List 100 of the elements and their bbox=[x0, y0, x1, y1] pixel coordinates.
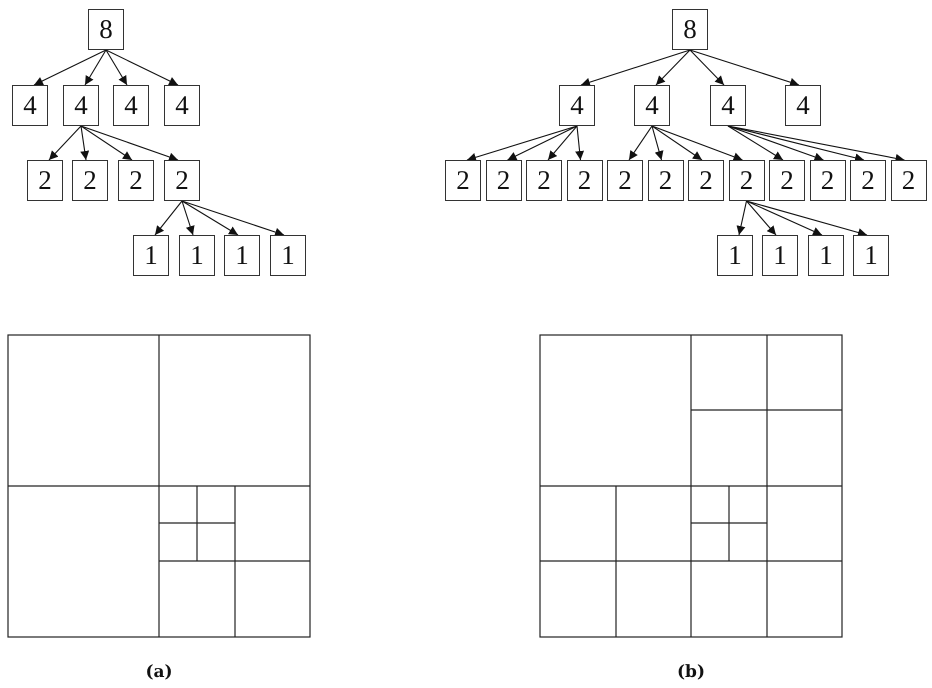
arrow bbox=[736, 200, 748, 236]
node-value: 2 bbox=[537, 167, 551, 194]
node-value: 4 bbox=[570, 92, 584, 119]
arrow bbox=[182, 200, 284, 236]
tree-node-box bbox=[890, 160, 926, 201]
node-value: 2 bbox=[658, 167, 672, 194]
arrow bbox=[106, 50, 128, 86]
arrow bbox=[651, 126, 664, 160]
arrow bbox=[728, 126, 784, 160]
tree-node-box bbox=[12, 85, 48, 126]
tree-node-box bbox=[526, 160, 562, 201]
arrow bbox=[728, 125, 905, 163]
arrow bbox=[652, 125, 743, 162]
node-value: 2 bbox=[740, 167, 754, 194]
node-value: 1 bbox=[144, 242, 158, 269]
node-value: 8 bbox=[99, 16, 113, 43]
arrow bbox=[548, 126, 578, 160]
node-value: 4 bbox=[74, 92, 88, 119]
node-value: 1 bbox=[864, 242, 878, 269]
arrow bbox=[154, 200, 182, 236]
arrow bbox=[181, 200, 194, 236]
node-value: 4 bbox=[721, 92, 735, 119]
tree-node-box bbox=[810, 160, 846, 201]
arrow bbox=[728, 125, 864, 162]
tree-node-box bbox=[113, 85, 149, 126]
node-value: 2 bbox=[496, 167, 510, 194]
tree-node-box bbox=[270, 235, 306, 276]
tree-node-box bbox=[850, 160, 886, 201]
tree-node-box bbox=[72, 160, 108, 201]
arrow bbox=[580, 49, 690, 87]
tree-node-box bbox=[445, 160, 481, 201]
tree-node-box bbox=[224, 235, 260, 276]
arrow bbox=[507, 126, 578, 160]
arrow bbox=[656, 50, 690, 86]
node-value: 1 bbox=[819, 242, 833, 269]
arrow bbox=[182, 200, 238, 236]
node-value: 1 bbox=[235, 242, 249, 269]
arrow bbox=[80, 126, 90, 160]
node-value: 1 bbox=[773, 242, 787, 269]
arrow bbox=[690, 50, 724, 86]
arrow bbox=[628, 126, 652, 160]
tree-node-box bbox=[853, 235, 889, 276]
node-value: 2 bbox=[780, 167, 794, 194]
tree-node-box bbox=[88, 9, 124, 50]
tree-node-box bbox=[607, 160, 643, 201]
node-value: 2 bbox=[618, 167, 632, 194]
node-value: 4 bbox=[645, 92, 659, 119]
subfigure-label: (a) bbox=[145, 662, 173, 682]
subfigure-label: (b) bbox=[677, 662, 705, 682]
node-value: 2 bbox=[129, 167, 143, 194]
arrow bbox=[746, 200, 822, 236]
node-value: 1 bbox=[281, 242, 295, 269]
node-value: 4 bbox=[23, 92, 37, 119]
tree-node-box bbox=[486, 160, 522, 201]
node-value: 1 bbox=[190, 242, 204, 269]
node-value: 2 bbox=[175, 167, 189, 194]
tree-node-box bbox=[672, 9, 708, 50]
tree-node-box bbox=[717, 235, 753, 276]
tree-node-box bbox=[118, 160, 154, 201]
node-value: 2 bbox=[578, 167, 592, 194]
node-value: 2 bbox=[456, 167, 470, 194]
node-value: 8 bbox=[683, 16, 697, 43]
tree-node-box bbox=[63, 85, 99, 126]
node-value: 2 bbox=[902, 167, 916, 194]
arrow bbox=[84, 50, 106, 86]
node-value: 4 bbox=[124, 92, 138, 119]
tree-node-box bbox=[648, 160, 684, 201]
arrow bbox=[652, 126, 702, 160]
tree-node-box bbox=[27, 160, 63, 201]
tree-node-box bbox=[688, 160, 724, 201]
tree-node-box bbox=[179, 235, 215, 276]
tree-node-box bbox=[164, 85, 200, 126]
node-value: 1 bbox=[728, 242, 742, 269]
node-value: 2 bbox=[83, 167, 97, 194]
tree-node-box bbox=[133, 235, 169, 276]
node-value: 4 bbox=[796, 92, 810, 119]
arrow bbox=[728, 125, 824, 162]
tree-node-box bbox=[785, 85, 821, 126]
arrow bbox=[80, 125, 178, 162]
node-value: 2 bbox=[699, 167, 713, 194]
tree-node-box bbox=[728, 160, 764, 201]
tree-node-box bbox=[710, 85, 746, 126]
node-value: 2 bbox=[861, 167, 875, 194]
arrow bbox=[466, 125, 578, 162]
tree-node-box bbox=[559, 85, 595, 126]
arrow bbox=[690, 49, 800, 87]
arrow bbox=[80, 126, 132, 160]
node-value: 4 bbox=[175, 92, 189, 119]
tree-node-box bbox=[762, 235, 798, 276]
arrow bbox=[48, 126, 82, 160]
tree-node-box bbox=[808, 235, 844, 276]
tree-node-box bbox=[566, 160, 602, 201]
arrow bbox=[746, 200, 776, 236]
arrow bbox=[34, 50, 106, 86]
tree-node-box bbox=[634, 85, 670, 126]
arrow bbox=[106, 50, 178, 86]
arrow bbox=[575, 126, 584, 160]
arrow bbox=[746, 200, 868, 237]
tree-node-box bbox=[769, 160, 805, 201]
tree-node-box bbox=[164, 160, 200, 201]
